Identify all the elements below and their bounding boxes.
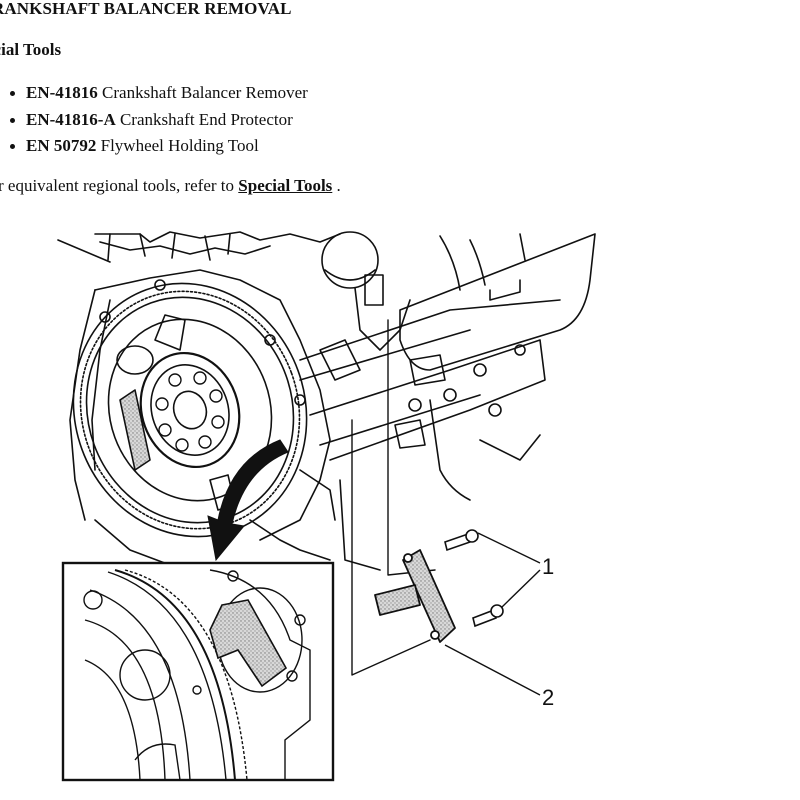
tool-code: EN-41816-A	[26, 109, 116, 129]
tool-item: EN 50792 Flywheel Holding Tool	[10, 133, 308, 160]
tool-description: Flywheel Holding Tool	[100, 136, 259, 155]
callout-leaders	[444, 532, 541, 696]
engine-illustration-svg: 1 2	[57, 231, 596, 782]
bullet-icon	[10, 117, 15, 123]
callout-1: 1	[542, 554, 554, 579]
tool-code: EN 50792	[26, 136, 97, 155]
regional-tools-note: r equivalent regional tools, refer to Sp…	[0, 176, 341, 196]
tool-description: Crankshaft End Protector	[119, 109, 293, 129]
flywheel-holding-tool	[374, 549, 456, 643]
tool-item: EN-41816 Crankshaft Balancer Remover	[10, 80, 308, 107]
note-suffix: .	[332, 176, 341, 195]
tool-code: EN-41816	[26, 83, 98, 102]
detail-inset	[61, 561, 335, 782]
section-heading-special-tools: ecial Tools	[0, 40, 62, 59]
engine-block-drawing	[57, 231, 596, 676]
tool-description: Crankshaft Balancer Remover	[102, 83, 308, 102]
callout-2: 2	[542, 685, 554, 710]
rotation-arrow-icon	[207, 439, 289, 562]
special-tools-list: EN-41816 Crankshaft Balancer Remover EN-…	[10, 80, 308, 160]
engine-illustration: 1 2	[0, 220, 800, 800]
special-tools-link[interactable]: Special Tools	[238, 176, 333, 195]
page-title: RANKSHAFT BALANCER REMOVAL	[0, 0, 292, 18]
tool-item: EN-41816-A Crankshaft End Protector	[10, 107, 308, 134]
bullet-icon	[10, 144, 15, 149]
note-text: r equivalent regional tools, refer to	[0, 176, 239, 195]
bolt-icon	[444, 529, 504, 628]
bullet-icon	[10, 91, 15, 96]
